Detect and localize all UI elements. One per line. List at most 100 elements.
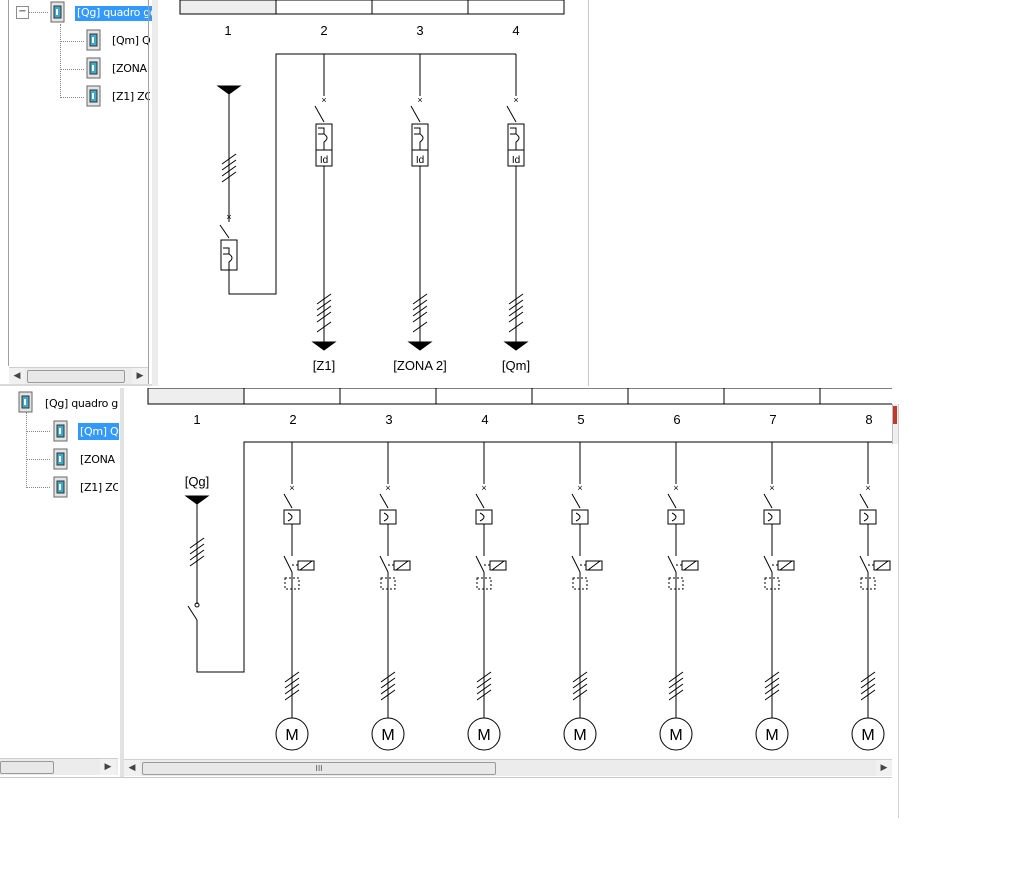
column-number: 4 [481, 412, 488, 427]
motor-label: M [381, 727, 394, 744]
scroll-right-button[interactable]: ▶ [876, 760, 892, 776]
contactor-blade [475, 555, 485, 573]
motor-label: M [861, 727, 874, 744]
column-header-cell [467, 0, 565, 15]
top-window-bottom-edge [0, 384, 152, 386]
svg-text:×: × [385, 483, 390, 493]
right-edge-scroll-stub [892, 404, 899, 444]
contactor-blade [763, 555, 773, 573]
top-tree-panel: − [Qg] quadro ge [Qm] QU [ZONA 2 [Z1] ZO… [0, 0, 152, 386]
svg-text:×: × [865, 483, 870, 493]
feeder-2: × [311, 54, 337, 351]
scroll-thumb[interactable]: III [142, 762, 496, 775]
scroll-right-button[interactable]: ▶ [132, 368, 148, 384]
column-number: 6 [673, 412, 680, 427]
tree-connector [28, 12, 48, 13]
column-number: 2 [320, 23, 327, 38]
motor-symbol [563, 717, 597, 751]
tree-item-zona2[interactable]: [ZONA 2 [80, 453, 118, 466]
column-header-cell [179, 0, 277, 15]
panel-icon [86, 85, 101, 107]
motor-label: M [285, 727, 298, 744]
column-number: 8 [865, 412, 872, 427]
top-pane-splitter[interactable] [152, 0, 158, 386]
tree-item-z1[interactable]: [Z1] ZO [112, 90, 150, 103]
column-number: 4 [512, 23, 519, 38]
tree-item-qg[interactable]: [Qg] quadro ge [75, 6, 152, 21]
motor-feeder-2: ×M [275, 442, 315, 751]
column-header-cell [243, 388, 341, 405]
motor-label: M [477, 727, 490, 744]
tree-border [8, 0, 9, 366]
top-tree-hscrollbar[interactable]: ◀ ▶ [9, 367, 148, 384]
scroll-right-button[interactable]: ▶ [100, 759, 116, 775]
motor-label: M [573, 727, 586, 744]
column-number: 3 [385, 412, 392, 427]
panel-icon [53, 448, 68, 470]
output-label-qm[interactable]: [Qm] [502, 358, 530, 373]
motor-symbol [275, 717, 309, 751]
contactor-blade [859, 555, 869, 573]
diagram-hscrollbar[interactable]: ◀ III ▶ [124, 759, 892, 776]
column-header-cell [339, 388, 437, 405]
switch-blade [187, 605, 198, 621]
motor-feeder-4: ×M [467, 442, 507, 751]
scroll-thumb[interactable] [0, 761, 54, 774]
output-label-z1[interactable]: [Z1] [313, 358, 335, 373]
column-header-cell [531, 388, 629, 405]
svg-text:×: × [481, 483, 486, 493]
column-number: 2 [289, 412, 296, 427]
tree-connector [60, 24, 61, 98]
breaker-id-label: Id [512, 155, 520, 166]
panel-icon [18, 391, 33, 413]
bottom-tree-hscrollbar[interactable]: ▶ [0, 758, 118, 775]
source-label: [Qg] [185, 474, 210, 489]
motor-label: M [765, 727, 778, 744]
motor-feeder-5: ×M [563, 442, 603, 751]
panel-icon [53, 476, 68, 498]
svg-text:×: × [513, 95, 518, 105]
panel-icon [86, 57, 101, 79]
tree-connector [26, 431, 50, 432]
panel-icon [50, 1, 65, 23]
contactor-blade [283, 555, 293, 573]
tree-item-z1[interactable]: [Z1] ZO [80, 481, 118, 494]
scroll-left-button[interactable]: ◀ [9, 368, 25, 384]
tree-connector [60, 41, 84, 42]
tree-connector [26, 412, 27, 486]
window-right-border [898, 404, 899, 818]
cable-tick-marks [221, 153, 237, 183]
output-label-zona2[interactable]: [ZONA 2] [393, 358, 446, 373]
column-number: 5 [577, 412, 584, 427]
top-schematic: 1 2 3 4 × × × [179, 0, 565, 373]
tree-connector [60, 69, 84, 70]
bottom-pane-splitter[interactable] [120, 388, 124, 778]
top-diagram-border [588, 0, 589, 386]
scroll-left-button[interactable]: ◀ [124, 760, 140, 776]
tree-connector [60, 97, 84, 98]
bottom-tree-panel: [Qg] quadro ge [Qm] QU [ZONA 2 [Z1] ZO ▶ [0, 388, 120, 778]
motor-symbol [659, 717, 693, 751]
tree-item-qg[interactable]: [Qg] quadro ge [45, 397, 118, 410]
right-edge-red-marker [893, 406, 897, 424]
svg-text:×: × [577, 483, 582, 493]
column-number: 1 [224, 23, 231, 38]
column-number: 7 [769, 412, 776, 427]
disconnector-contact [194, 602, 200, 608]
column-number: 1 [193, 412, 200, 427]
motor-symbol [467, 717, 501, 751]
breaker-id-label: Id [320, 155, 328, 166]
scroll-thumb[interactable] [27, 370, 125, 383]
column-header-cell [275, 0, 373, 15]
breaker-id-label: Id [416, 155, 424, 166]
tree-item-qm[interactable]: [Qm] QU [78, 423, 119, 440]
tree-item-zona2[interactable]: [ZONA 2 [112, 62, 150, 75]
tree-item-qm[interactable]: [Qm] QU [112, 34, 150, 47]
contactor-blade [667, 555, 677, 573]
motor-label: M [669, 727, 682, 744]
tree-connector [26, 487, 50, 488]
motor-feeder-3: ×M [371, 442, 411, 751]
svg-text:×: × [673, 483, 678, 493]
tree-connector [26, 459, 50, 460]
wire [228, 53, 516, 295]
